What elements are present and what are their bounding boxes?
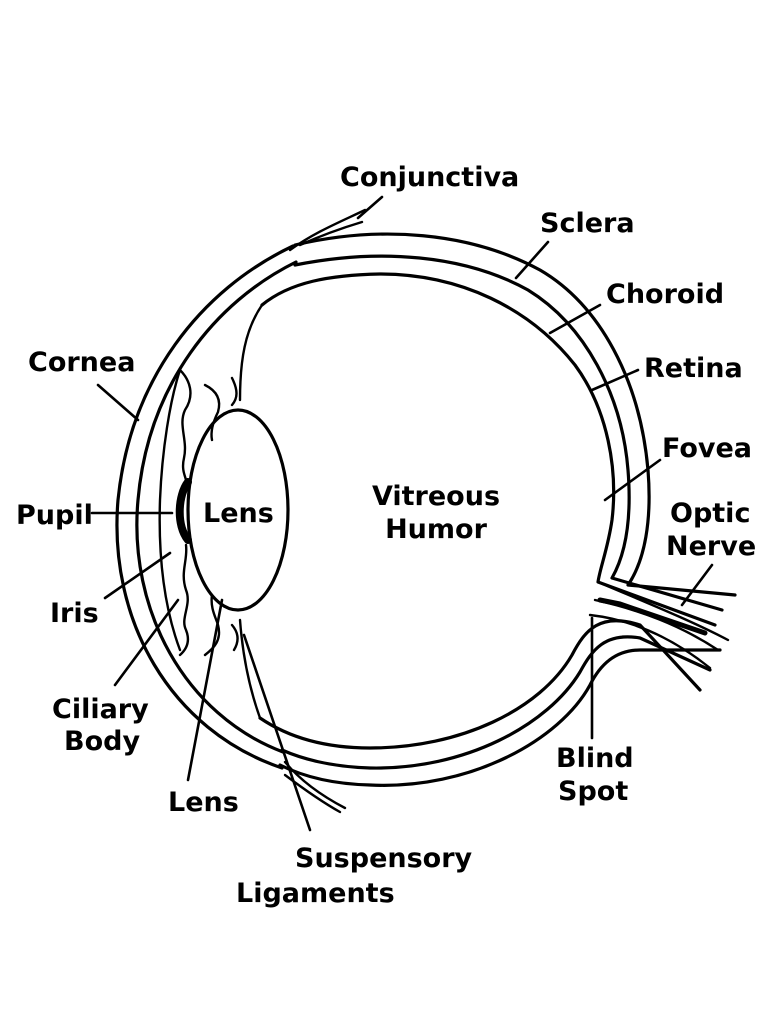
label-iris: Iris xyxy=(50,598,99,629)
label-suspensory-ligaments-line2: Ligaments xyxy=(236,878,395,909)
label-optic-nerve-line2: Nerve xyxy=(666,531,756,562)
label-ciliary-body-line1: Ciliary xyxy=(52,694,149,725)
leader-fovea xyxy=(603,458,662,502)
label-sclera: Sclera xyxy=(540,208,635,239)
label-optic-nerve-line1: Optic xyxy=(670,498,750,529)
leader-sclera xyxy=(514,240,550,280)
conjunctiva-strands xyxy=(283,208,367,814)
cornea-outline xyxy=(115,244,298,770)
leader-optic-nerve xyxy=(680,563,714,607)
label-vitreous-humor-line2: Humor xyxy=(385,514,488,545)
leader-cornea xyxy=(96,383,140,422)
choroid-outline xyxy=(280,254,724,770)
retina-outline xyxy=(258,272,717,750)
label-blind-spot-line2: Spot xyxy=(558,776,628,807)
leader-iris xyxy=(103,551,172,600)
leader-retina xyxy=(590,368,640,392)
lens-shape xyxy=(186,408,290,612)
label-lens-lower: Lens xyxy=(168,787,239,818)
label-conjunctiva: Conjunctiva xyxy=(340,162,519,193)
label-pupil: Pupil xyxy=(16,500,93,531)
optic-nerve-shape xyxy=(588,580,730,670)
label-fovea: Fovea xyxy=(662,433,752,464)
leader-lens-lower xyxy=(186,598,224,782)
leader-conjunctiva xyxy=(356,195,384,220)
sclera-outline xyxy=(278,232,737,787)
label-blind-spot-line1: Blind xyxy=(556,743,634,774)
leader-lines xyxy=(90,195,714,832)
vitreous-boundary xyxy=(238,303,264,720)
label-suspensory-ligaments-line1: Suspensory xyxy=(295,843,473,874)
leader-ciliary-body xyxy=(113,598,180,687)
label-lens-inner: Lens xyxy=(203,498,274,529)
label-choroid: Choroid xyxy=(606,279,724,310)
label-ciliary-body-line2: Body xyxy=(64,726,140,757)
iris-ciliary-body xyxy=(158,368,239,657)
label-cornea: Cornea xyxy=(28,347,135,378)
label-retina: Retina xyxy=(644,353,743,384)
leader-suspensory-ligaments xyxy=(242,633,312,832)
label-vitreous-humor-line1: Vitreous xyxy=(372,481,500,512)
leader-choroid xyxy=(548,303,602,335)
